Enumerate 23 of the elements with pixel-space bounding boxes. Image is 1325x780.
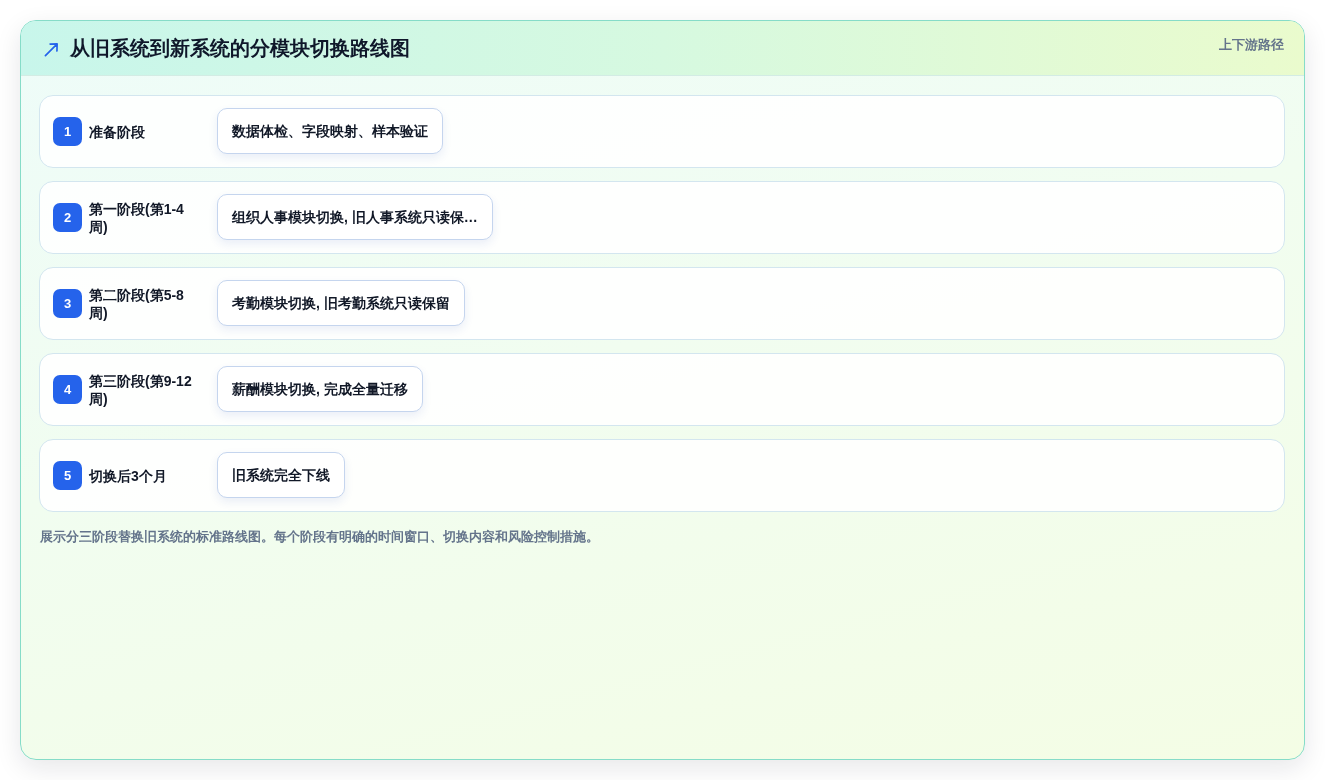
step-number: 1 — [53, 117, 82, 146]
task-card: 旧系统完全下线 — [217, 452, 345, 498]
stage-row — [39, 181, 1285, 254]
task-card: 数据体检、字段映射、样本验证 — [217, 108, 443, 154]
step-number: 5 — [53, 461, 82, 490]
caption-text: 展示分三阶段替换旧系统的标准路线图。每个阶段有明确的时间窗口、切换内容和风险控制措施。 — [40, 528, 599, 545]
step-number: 3 — [53, 289, 82, 318]
task-card: 组织人事模块切换, 旧人事系统只读保… — [217, 194, 493, 240]
task-card: 考勤模块切换, 旧考勤系统只读保留 — [217, 280, 465, 326]
stage-label: 第三阶段(第9-12周) — [89, 371, 193, 408]
stage-label: 切换后3个月 — [89, 466, 168, 485]
header-note: 上下游路径 — [1219, 36, 1284, 53]
stage-label: 准备阶段 — [89, 122, 146, 141]
stage-row — [39, 95, 1285, 168]
step-number: 4 — [53, 375, 82, 404]
task-card: 薪酬模块切换, 完成全量迁移 — [217, 366, 423, 412]
stage-label: 第一阶段(第1-4周) — [89, 199, 185, 236]
stage-row — [39, 439, 1285, 512]
stage-row — [39, 353, 1285, 426]
diagram-title: 从旧系统到新系统的分模块切换路线图 — [70, 36, 410, 61]
step-number: 2 — [53, 203, 82, 232]
stage-label: 第二阶段(第5-8周) — [89, 285, 185, 322]
stage-row — [39, 267, 1285, 340]
